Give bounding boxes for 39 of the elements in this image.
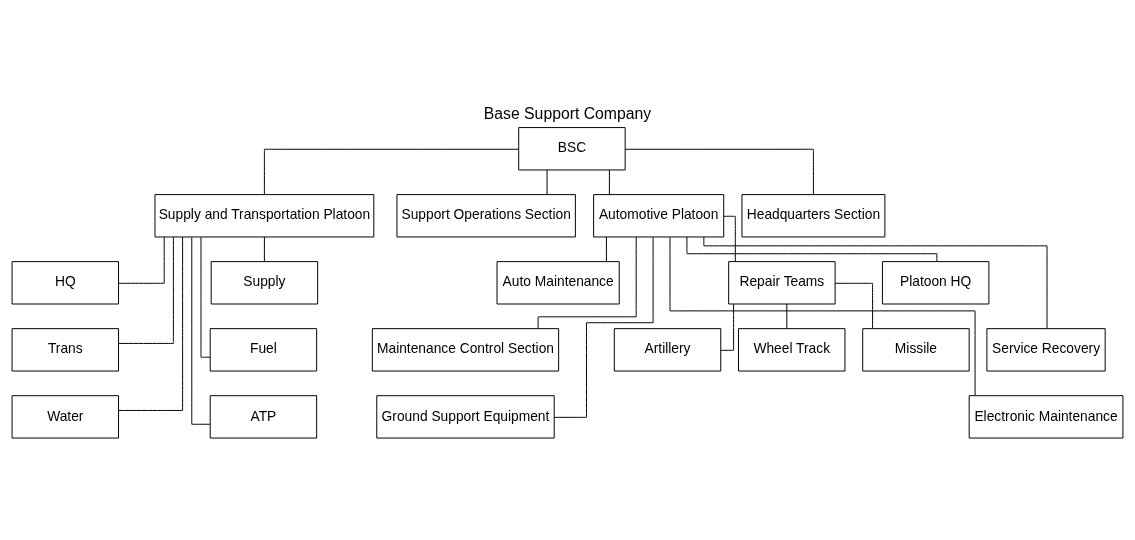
connector: [118, 236, 184, 411]
connector: [703, 236, 1048, 330]
node-box: Wheel Track: [738, 328, 846, 372]
node-box: Headquarters Section: [741, 194, 886, 238]
connector: [608, 169, 610, 195]
connector: [191, 236, 211, 425]
connector: [834, 282, 874, 329]
node-box: Maintenance Control Section: [371, 328, 560, 372]
node-box: BSC: [518, 127, 626, 171]
connector: [118, 236, 165, 284]
node-box: Automotive Platoon: [593, 194, 725, 238]
node-box: Artillery: [613, 328, 722, 372]
node-box: Ground Support Equipment: [376, 395, 555, 439]
connector: [546, 169, 548, 195]
node-box: Missile: [862, 328, 970, 372]
node-box: Auto Maintenance: [496, 261, 620, 305]
connector: [118, 236, 174, 344]
node-box: Fuel: [209, 328, 318, 372]
node-box: Support Operations Section: [396, 194, 576, 238]
node-box: Service Recovery: [986, 328, 1106, 372]
connector: [786, 303, 788, 330]
diagram-title: Base Support Company: [483, 104, 652, 122]
node-box: Supply and Transportation Platoon: [154, 194, 375, 238]
node-box: Repair Teams: [728, 261, 836, 305]
connector: [263, 236, 265, 262]
node-box: ATP: [209, 395, 318, 439]
connector: [200, 236, 211, 358]
node-box: Platoon HQ: [881, 261, 990, 305]
connector: [686, 236, 938, 262]
connector: [553, 236, 654, 418]
node-box: HQ: [11, 261, 120, 305]
node-box: Supply: [210, 261, 319, 305]
connector: [624, 148, 814, 195]
connector: [263, 148, 519, 195]
connector: [605, 236, 607, 262]
node-box: Water: [11, 395, 120, 439]
connector: [669, 236, 976, 396]
node-box: Electronic Maintenance: [968, 395, 1124, 439]
node-box: Trans: [11, 328, 120, 372]
